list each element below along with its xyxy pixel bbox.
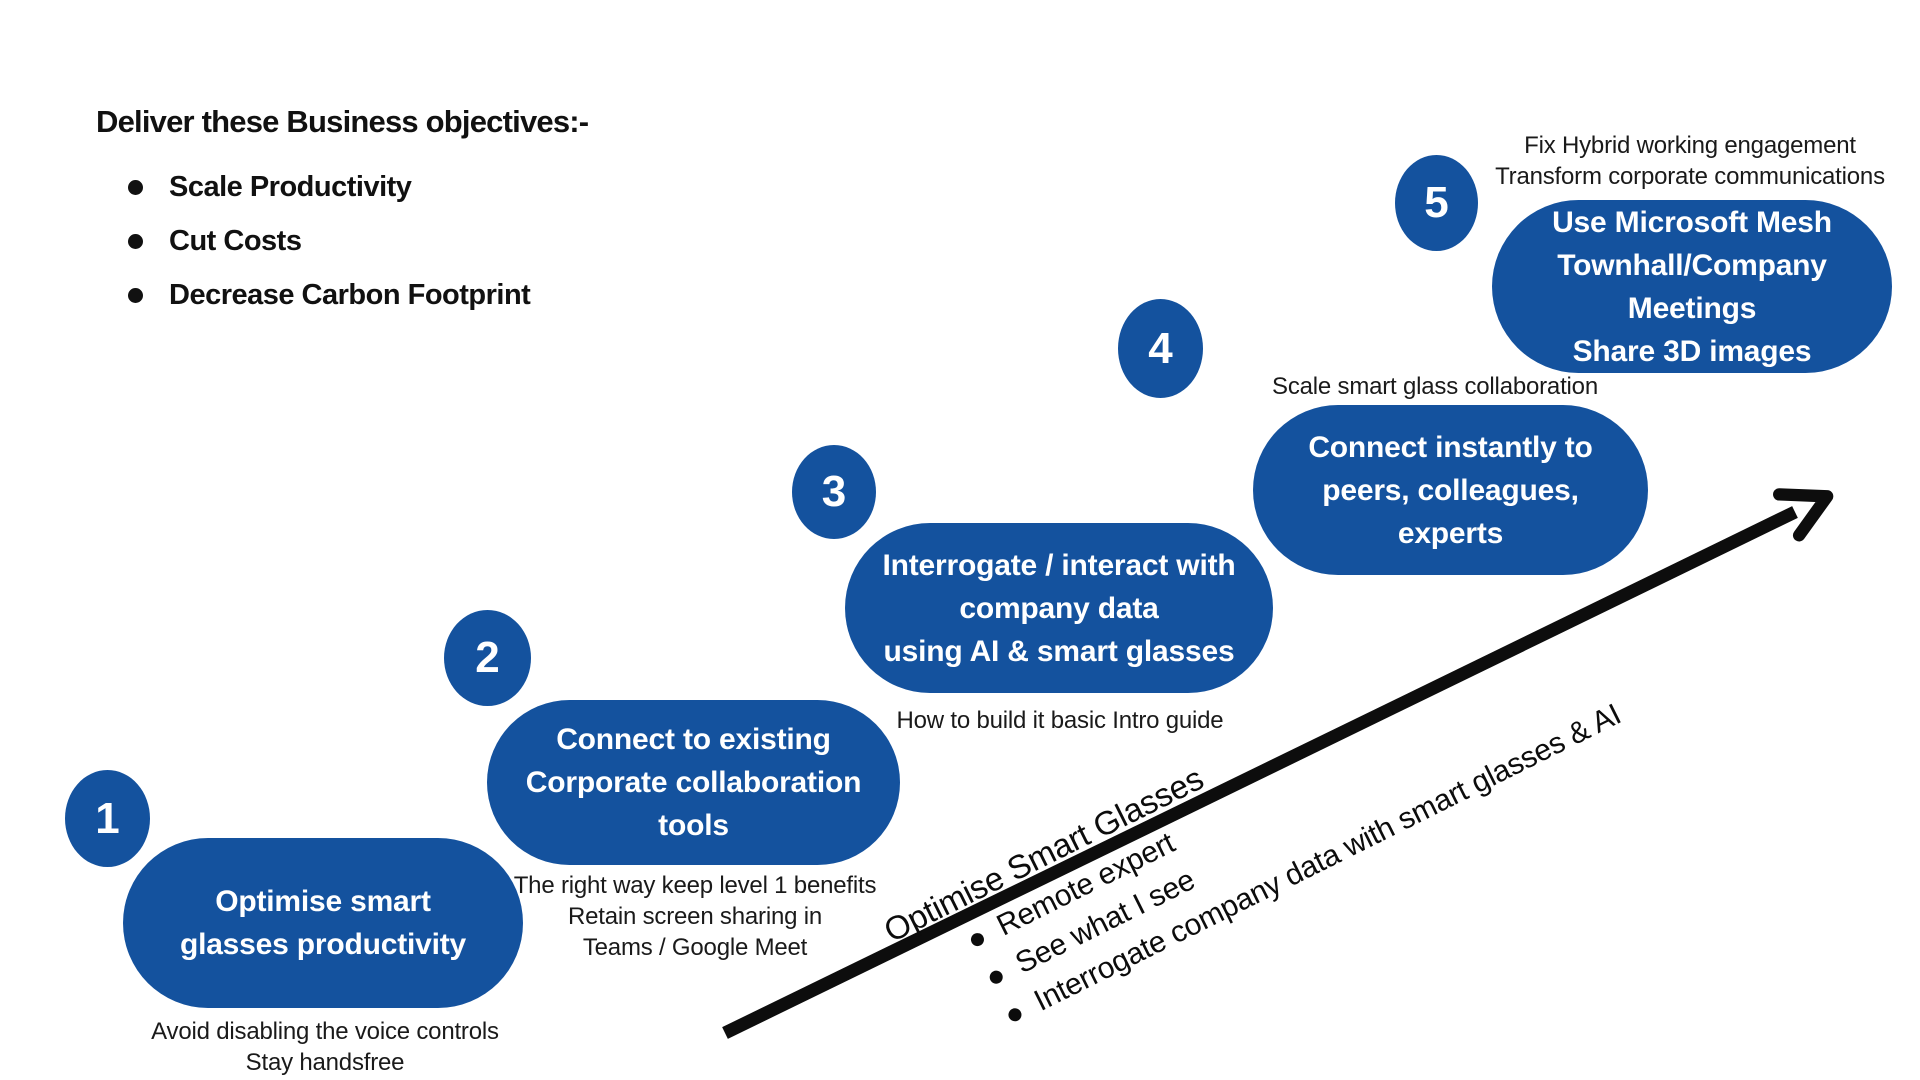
- objectives-list: Scale Productivity Cut Costs Decrease Ca…: [128, 160, 531, 322]
- step-2-pill: Connect to existing Corporate collaborat…: [487, 700, 900, 865]
- step-3-label: Interrogate / interact with company data…: [882, 548, 1236, 668]
- bullet-icon: [128, 233, 143, 249]
- objective-item: Cut Costs: [128, 214, 530, 268]
- objective-item: Scale Productivity: [128, 160, 530, 214]
- objective-item: Decrease Carbon Footprint: [128, 268, 531, 322]
- step-1-note: Avoid disabling the voice controls Stay …: [151, 1018, 499, 1076]
- bullet-icon: [128, 179, 143, 195]
- step-2-label: Connect to existing Corporate collaborat…: [525, 723, 862, 842]
- step-5-pill: Use Microsoft Mesh Townhall/Company Meet…: [1492, 200, 1892, 373]
- objective-label: Scale Productivity: [169, 170, 412, 203]
- step-2-note: The right way keep level 1 benefits Reta…: [513, 872, 877, 961]
- step-2-number-badge: 2: [444, 610, 531, 706]
- bullet-icon: [1006, 1005, 1024, 1024]
- step-1-label: Optimise smart glasses productivity: [179, 885, 467, 961]
- step-3-note: How to build it basic Intro guide: [896, 707, 1224, 734]
- bullet-icon: [987, 968, 1005, 986]
- step-1-number-badge: 1: [65, 770, 150, 867]
- objective-label: Cut Costs: [169, 224, 302, 257]
- step-4-number-badge: 4: [1118, 299, 1203, 398]
- step-4-label: Connect instantly to peers, colleagues, …: [1308, 430, 1593, 550]
- step-4-note: Scale smart glass collaboration: [1272, 373, 1598, 400]
- objective-label: Decrease Carbon Footprint: [169, 278, 531, 311]
- bullet-icon: [968, 930, 986, 948]
- step-5-label: Use Microsoft Mesh Townhall/Company Meet…: [1552, 205, 1832, 368]
- step-5-note: Fix Hybrid working engagement Transform …: [1495, 132, 1885, 190]
- step-5-number-badge: 5: [1395, 155, 1478, 251]
- step-1-pill: Optimise smart glasses productivity: [123, 838, 523, 1008]
- objectives-title: Deliver these Business objectives:-: [96, 104, 589, 139]
- step-3-number-badge: 3: [792, 445, 876, 539]
- step-3-pill: Interrogate / interact with company data…: [845, 523, 1273, 693]
- bullet-icon: [128, 287, 143, 303]
- step-4-pill: Connect instantly to peers, colleagues, …: [1253, 405, 1648, 575]
